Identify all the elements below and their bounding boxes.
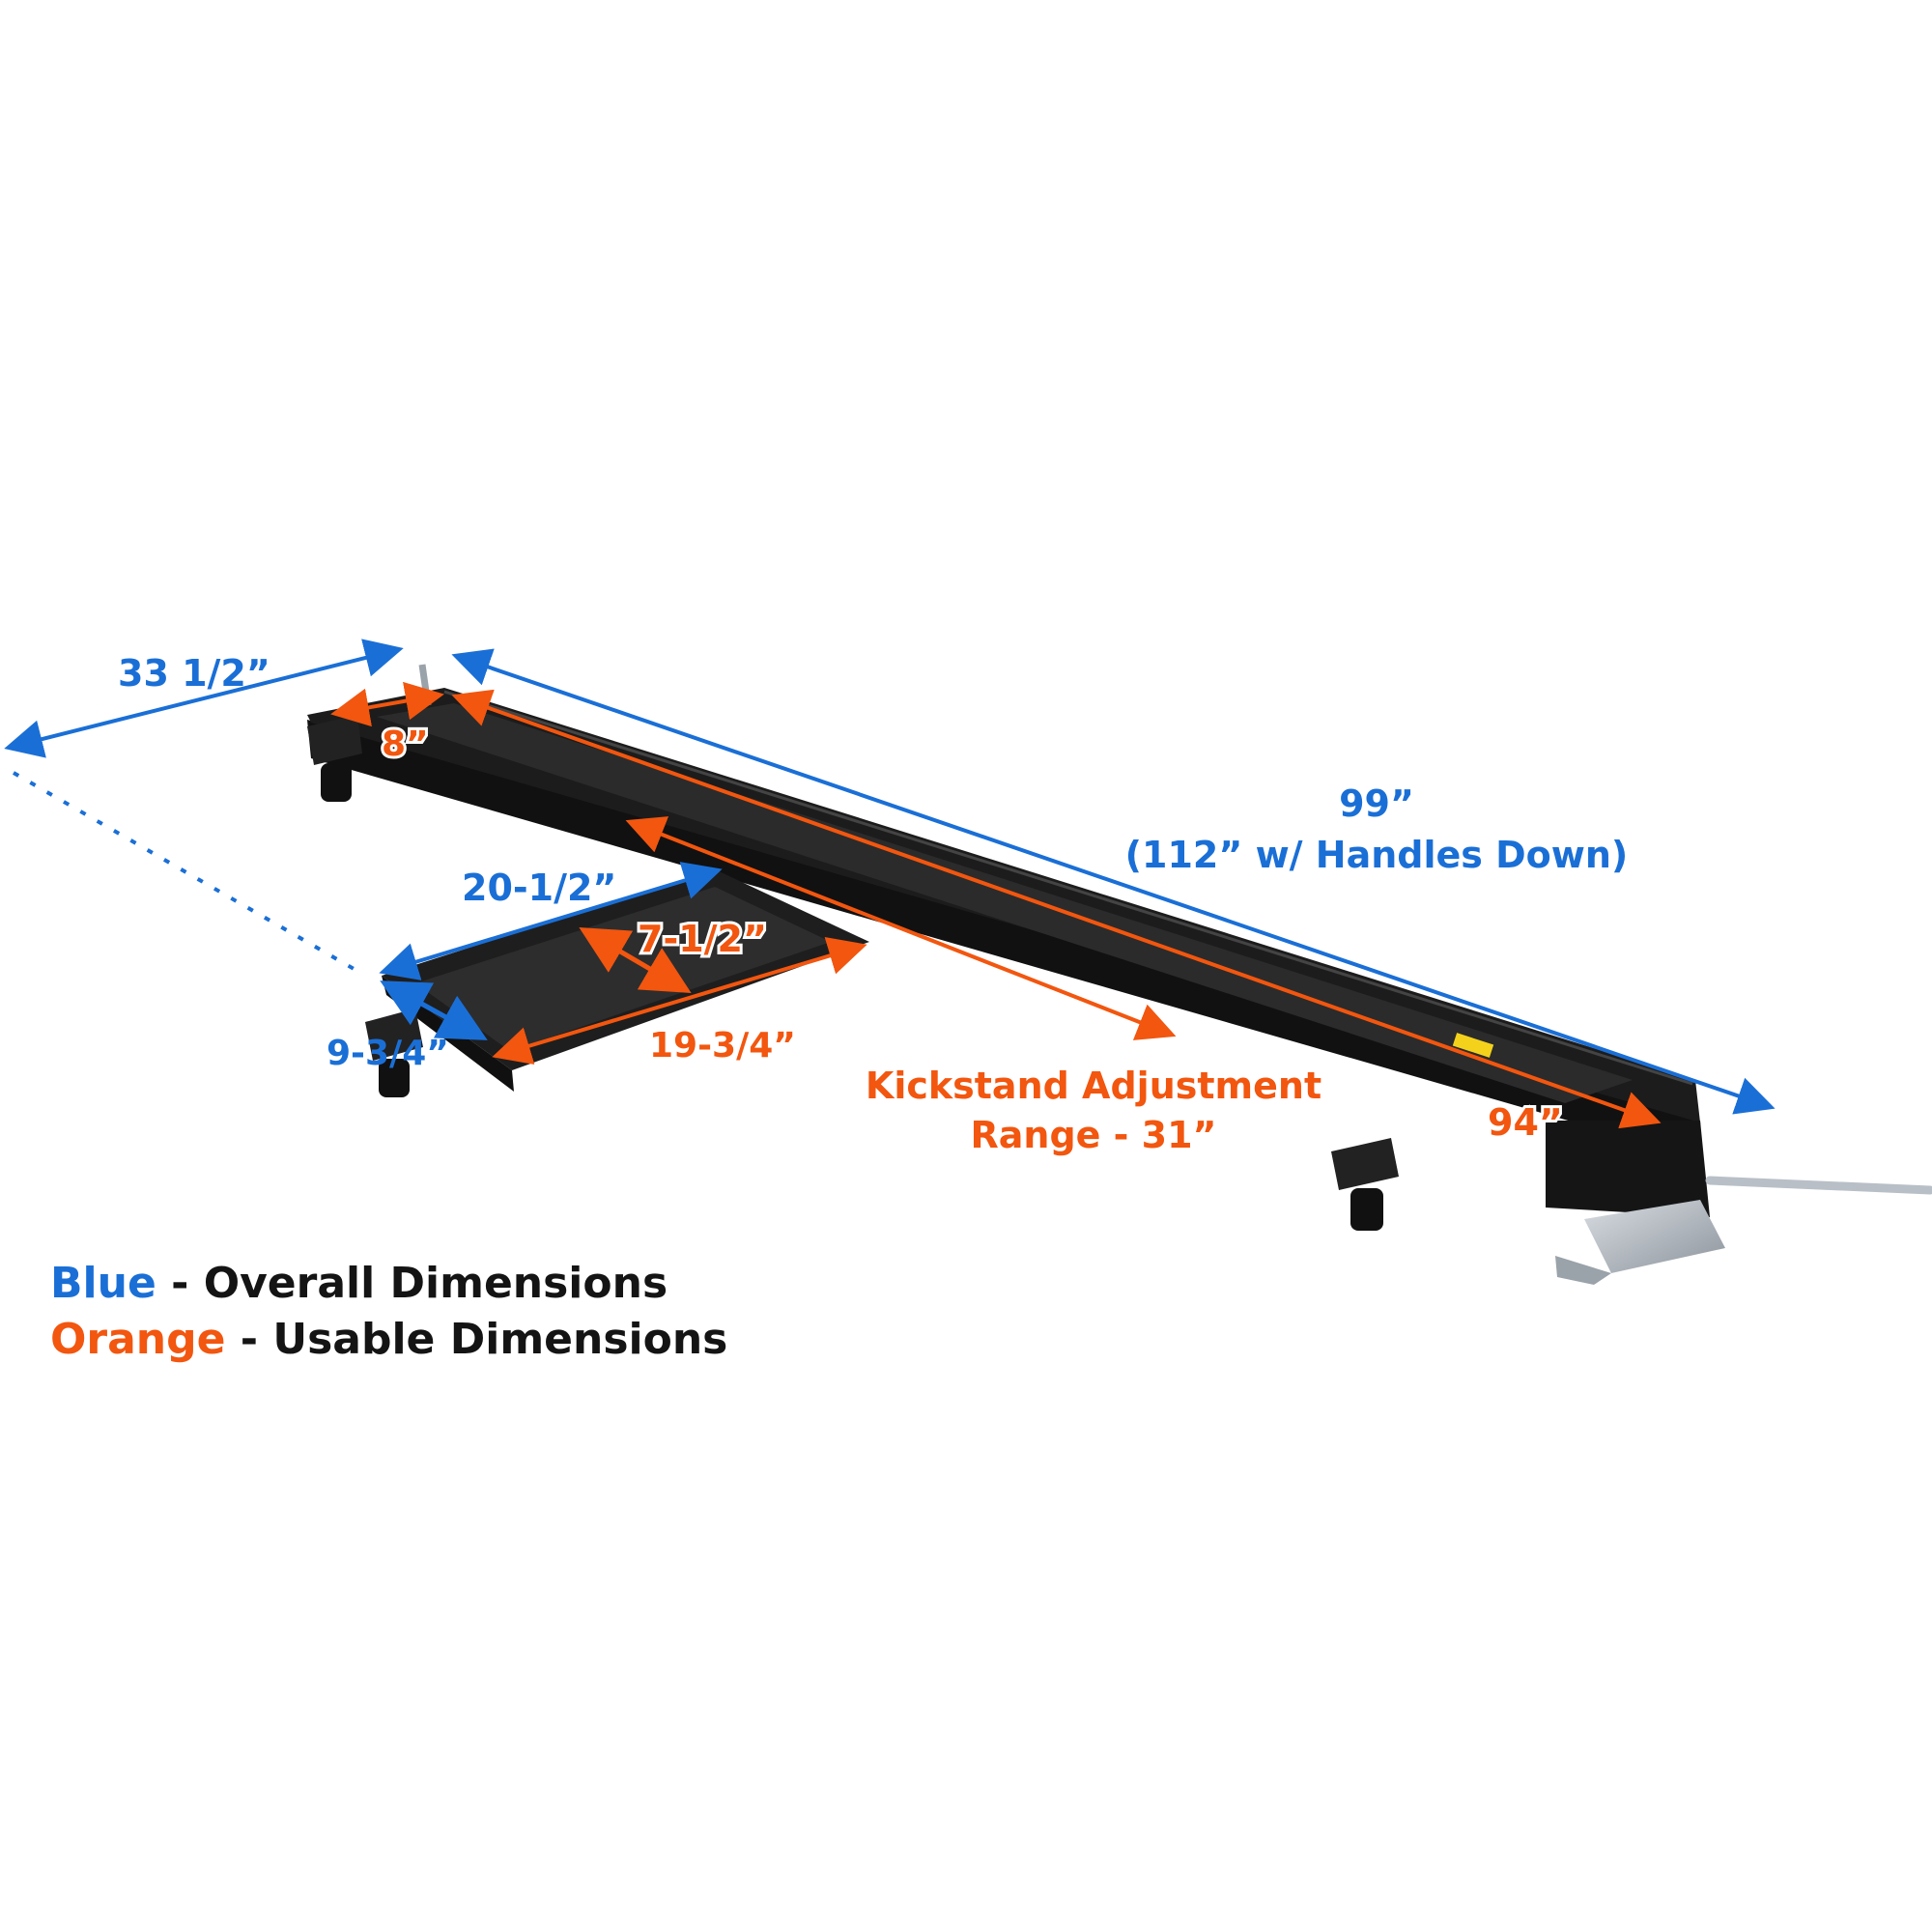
legend-orange-description: - Usable Dimensions	[225, 1315, 728, 1364]
rear-block	[1546, 1121, 1710, 1217]
legend-blue-description: - Overall Dimensions	[156, 1259, 668, 1308]
legend: Blue - Overall Dimensions Orange - Usabl…	[50, 1256, 727, 1368]
overall-width-arrow	[4, 639, 404, 758]
caster-wheel-icon	[1331, 1138, 1399, 1231]
pad-length-label: 19-3/4”	[649, 1026, 796, 1065]
usable-dimension-lines	[330, 681, 1662, 1129]
arm-length-label: 20-1/2”	[462, 867, 616, 909]
legend-overall: Blue - Overall Dimensions	[50, 1256, 727, 1312]
ramp-plate-icon	[1555, 1200, 1725, 1285]
kickstand-range-label: Kickstand Adjustment	[866, 1065, 1321, 1107]
legend-blue-word: Blue	[50, 1259, 156, 1308]
pad-length-arrow	[492, 937, 867, 1065]
legend-orange-word: Orange	[50, 1315, 226, 1364]
end-pad-arrow	[330, 681, 444, 727]
kickstand-range-arrow	[625, 816, 1177, 1040]
dimension-labels: 33 1/2” 99” (112” w/ Handles Down) 20-1/…	[118, 652, 1628, 1156]
overall-length-note: (112” w/ Handles Down)	[1125, 834, 1629, 876]
pad-depth-label: 7-1/2”	[638, 918, 767, 960]
kickstand-range-value: Range - 31”	[970, 1114, 1216, 1156]
end-pad-label: 8”	[382, 724, 429, 764]
legend-usable: Orange - Usable Dimensions	[50, 1312, 727, 1368]
pull-handle-icon	[1705, 1176, 1932, 1195]
arm-width-label: 9-3/4”	[327, 1034, 449, 1073]
overall-length-label: 99”	[1339, 782, 1414, 825]
overall-width-label: 33 1/2”	[118, 652, 270, 695]
overall-width-dotted-extension	[13, 771, 363, 976]
usable-length-label: 94”	[1488, 1101, 1563, 1144]
dolly-frame	[307, 664, 1932, 1285]
